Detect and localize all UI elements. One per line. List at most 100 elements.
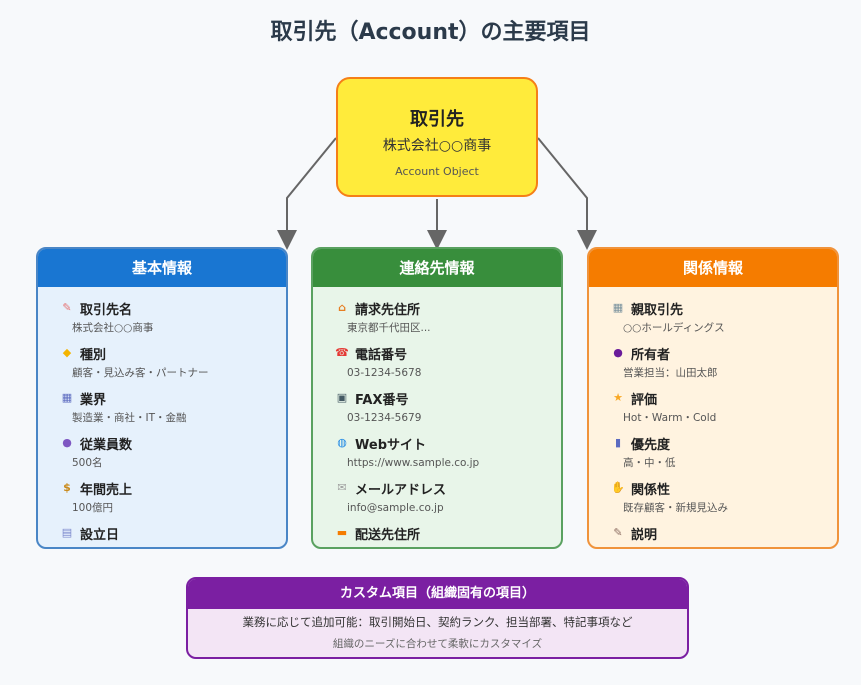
field-label: 取引先名 [80,302,133,318]
field-value: 03-1234-5679 [347,412,422,424]
field-item-head: ☎ 電話番号 [335,342,561,364]
field-item: ▮ 優先度高・中・低 [611,432,837,477]
relationship-info-panel: 関係情報 ▦ 親取引先 ○○ホールディングス● 所有者営業担当：山田太郎 ★評価 Hot・… [587,247,839,549]
field-value: 製造業・商社・IT・金融 [72,412,187,424]
field-label: 年間売上 [80,482,133,498]
note-icon: ✎ [613,526,623,539]
connector-left [277,137,337,250]
field-item: ▦ 親取引先 ○○ホールディングス [611,297,837,342]
panel-header: 関係情報 [589,249,837,287]
field-value: 顧客・見込み客・パートナー [72,367,209,379]
field-item-head: ★評価 [611,387,837,409]
field-item-head: ▤ 設立日 [60,522,286,544]
field-item: ★評価 Hot・Warm・Cold [611,387,837,432]
field-item-head: $ 年間売上 [60,477,286,499]
field-label: 配送先住所 [355,527,421,543]
field-label: 従業員数 [80,437,133,453]
field-item: ▣FAX番号 03-1234-5679 [335,387,561,432]
globe-icon: ◍ [337,436,347,449]
fax-icon: ▣ [336,391,348,404]
field-value: 大阪府大阪市... [335,544,561,547]
field-label: メールアドレス [355,482,447,498]
field-item: ⌂請求先住所東京都千代田区... [335,297,561,342]
field-item: ✎ 説明取引先の詳細情報 [611,522,837,547]
basic-info-panel: 基本情報 ✎ 取引先名株式会社○○商事◆ 種別顧客・見込み客・パートナー ▦業界製造業… [36,247,288,549]
field-item-head: ⌂請求先住所 [335,297,561,319]
field-value: 株式会社○○商事 [72,322,154,334]
account-title: 取引先 [410,109,464,130]
field-value: info@sample.co.jp [347,502,444,514]
field-item-head: ▦業界 [60,387,286,409]
field-label: 説明 [631,527,658,543]
field-item-head: ✉ メールアドレス [335,477,561,499]
field-label: 種別 [80,347,107,363]
field-label: 所有者 [631,347,671,363]
field-value: 営業担当：山田太郎 [623,367,718,379]
field-item-head: ◆ 種別 [60,342,286,364]
field-value: 高・中・低 [623,457,676,469]
field-item-head: ✋ 関係性 [611,477,837,499]
field-value: ○○ホールディングス [623,322,725,334]
field-label: Webサイト [355,437,426,453]
field-item-head: ✎ 説明 [611,522,837,544]
field-item: ▤ 設立日1995年4月1日 [60,522,286,547]
field-item: ◆ 種別顧客・見込み客・パートナー [60,342,286,387]
field-item-head: ◍ Webサイト [335,432,561,454]
field-value: Hot・Warm・Cold [623,412,717,424]
bar-chart-icon: ▮ [614,436,622,449]
field-label: 設立日 [80,527,120,543]
custom-fields-header: カスタム項目（組織固有の項目） [188,579,687,609]
field-label: 優先度 [631,437,671,453]
field-item-head: ▮ 優先度 [611,432,837,454]
field-item-head: ▦ 親取引先 [611,297,837,319]
envelope-icon: ✉ [337,481,347,494]
calendar-icon: ▤ [61,526,73,539]
field-label: 電話番号 [355,347,408,363]
field-label: 関係性 [631,482,671,498]
field-value: 1995年4月1日 [60,544,286,547]
field-value: 03-1234-5678 [347,367,422,379]
handshake-icon: ✋ [611,481,625,494]
field-item-head: ✎ 取引先名 [60,297,286,319]
field-label: 親取引先 [631,302,684,318]
star-icon: ★ [613,391,623,404]
field-value: 東京都千代田区... [347,322,431,334]
field-value: 100億円 [72,502,114,514]
field-item: ◍ Webサイト https://www.sample.co.jp [335,432,561,477]
field-item: ▦業界製造業・商社・IT・金融 [60,387,286,432]
field-item-head: ▣FAX番号 [335,387,561,409]
field-label: 業界 [80,392,107,408]
connector-right [537,137,597,250]
person-icon: ● [613,346,623,359]
field-value: 取引先の詳細情報 [611,544,837,547]
field-item-head: ▬ 配送先住所 [335,522,561,544]
field-value: https://www.sample.co.jp [347,457,480,469]
field-item: ✉ メールアドレス info@sample.co.jp [335,477,561,522]
account-company-name: 株式会社○○商事 [382,138,492,154]
field-item: ✋ 関係性既存顧客・新規見込み [611,477,837,522]
house-icon: ⌂ [338,301,346,314]
tag-icon: ◆ [62,346,72,359]
field-item: ☎ 電話番号 03-1234-5678 [335,342,561,387]
field-item: ✎ 取引先名株式会社○○商事 [60,297,286,342]
memo-icon: ✎ [62,301,72,314]
truck-icon: ▬ [336,526,348,539]
office-icon: ▦ [612,301,624,314]
panel-header: 基本情報 [38,249,286,287]
field-item-head: ● 従業員数 [60,432,286,454]
diagram-title: 取引先（Account）の主要項目 [270,20,591,45]
field-value: 既存顧客・新規見込み [623,502,728,514]
field-item: ▬ 配送先住所大阪府大阪市... [335,522,561,547]
account-object-box: 取引先 株式会社○○商事 Account Object [336,77,538,197]
money-bag-icon: $ [63,481,71,494]
people-icon: ● [62,436,72,449]
field-value: 500名 [72,457,103,469]
field-item: ● 従業員数 500名 [60,432,286,477]
phone-icon: ☎ [335,346,349,359]
custom-fields-description: 業務に応じて追加可能：取引開始日、契約ランク、担当部署、特記事項など [242,615,633,629]
custom-fields-box: カスタム項目（組織固有の項目） 業務に応じて追加可能：取引開始日、契約ランク、担… [186,577,689,659]
field-item-head: ● 所有者 [611,342,837,364]
custom-fields-note: 組織のニーズに合わせて柔軟にカスタマイズ [332,638,543,650]
